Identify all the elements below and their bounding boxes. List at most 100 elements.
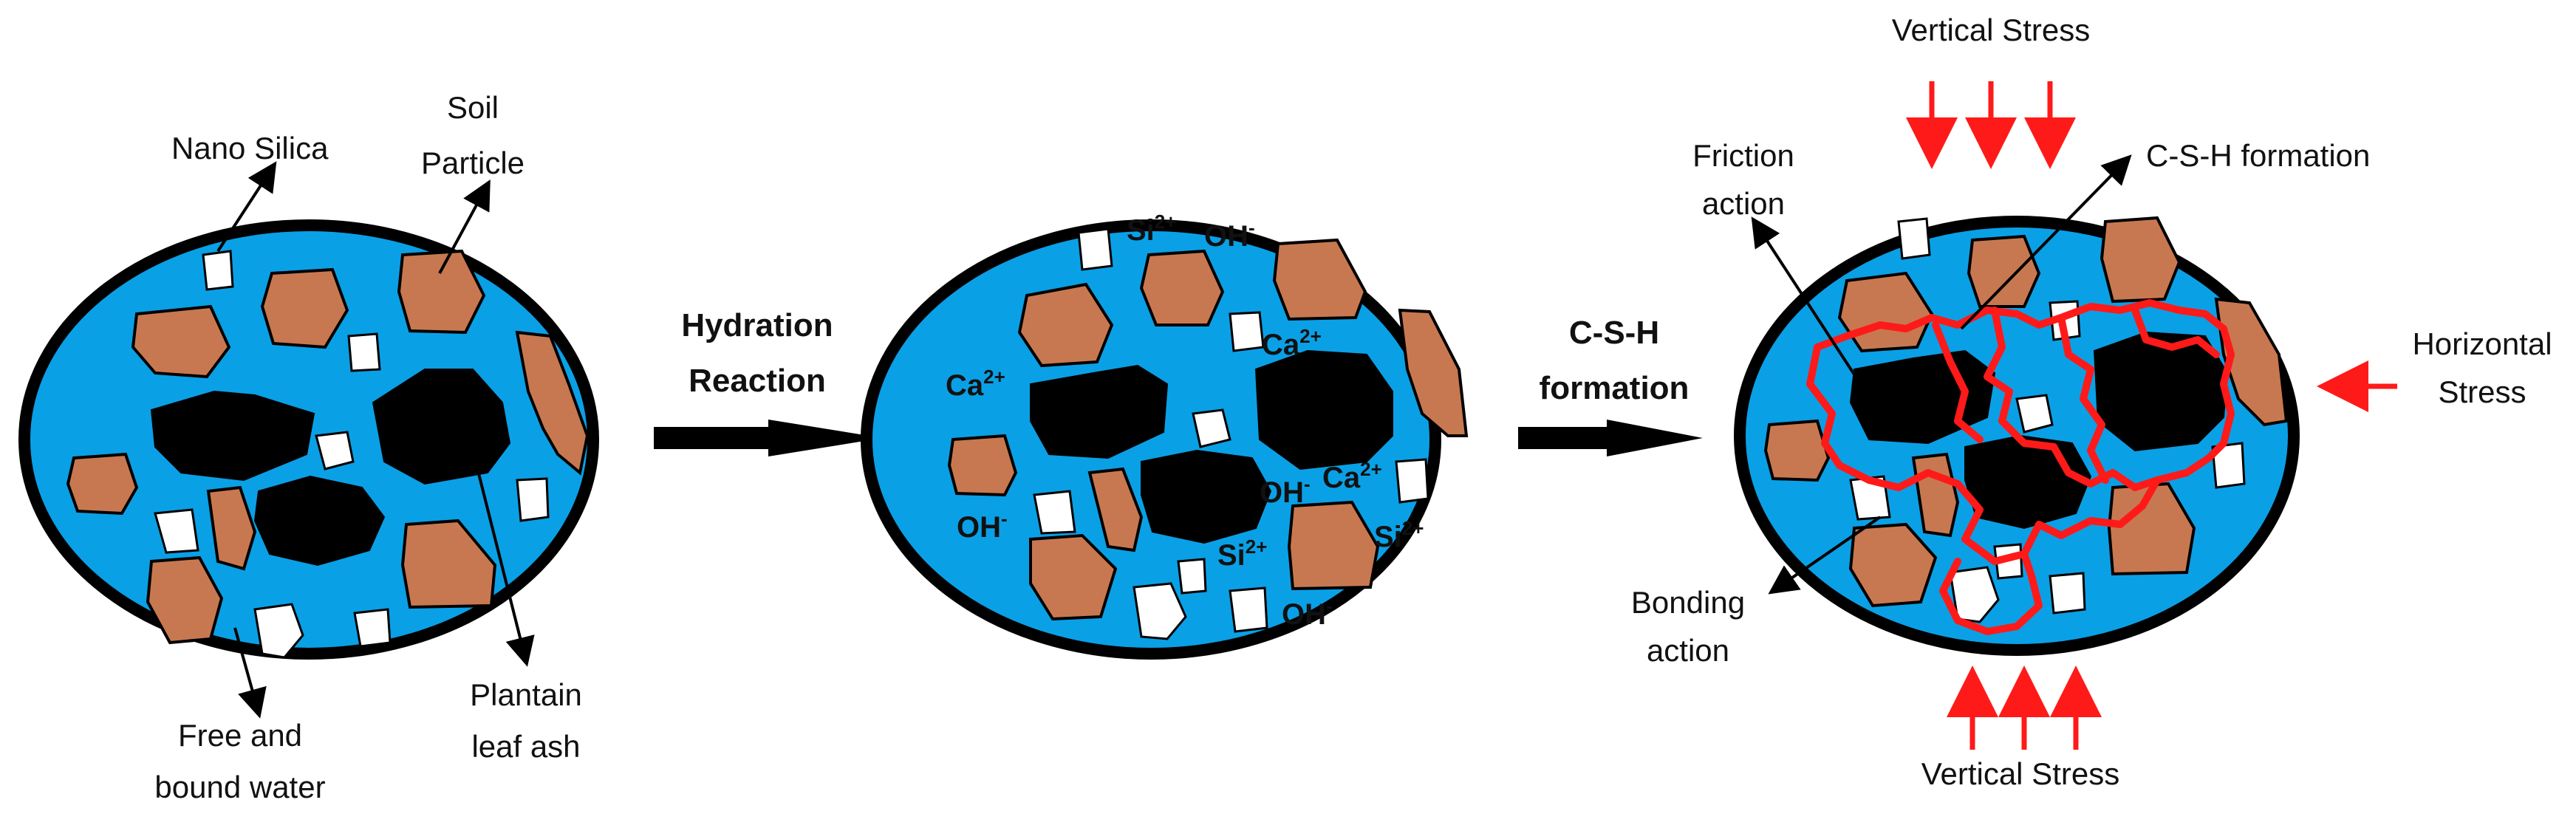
nano-silica-particle bbox=[516, 477, 550, 522]
panel-3-stabilized-soil: Friction action C-S-H formation Bonding … bbox=[1631, 13, 2552, 791]
vertical-stress-bottom-label: Vertical Stress bbox=[1921, 756, 2119, 791]
plantain-label-line2: leaf ash bbox=[471, 729, 580, 764]
nano-silica-particles bbox=[154, 250, 550, 659]
horizontal-stress-label-line1: Horizontal bbox=[2412, 326, 2552, 361]
nano-silica-particle bbox=[2049, 572, 2086, 615]
nano-silica-particle bbox=[1132, 582, 1187, 640]
soil-particle bbox=[1763, 419, 1831, 482]
panel-1-untreated-soil: Nano Silica Soil Particle Plantain leaf … bbox=[18, 90, 599, 804]
csh-network bbox=[1806, 299, 2235, 635]
soil-particle bbox=[2107, 482, 2196, 576]
ash-particle bbox=[1254, 349, 1393, 471]
step-2-label-line1: C-S-H bbox=[1569, 315, 1659, 351]
soil-particle bbox=[1272, 238, 1367, 321]
step-2-csh-formation: C-S-H formation bbox=[1518, 315, 1703, 456]
water-pointer-arrow bbox=[233, 627, 267, 719]
horizontal-stress-label-line2: Stress bbox=[2438, 374, 2526, 409]
step-1-label-line1: Hydration bbox=[681, 307, 833, 343]
vertical-stress-bottom-arrows bbox=[1947, 666, 2102, 750]
step-1-arrow bbox=[654, 420, 883, 456]
nano-silica-particle bbox=[1177, 558, 1207, 595]
csh-strand bbox=[2057, 314, 2109, 484]
soil-particle bbox=[260, 267, 349, 349]
soil-particle bbox=[1398, 308, 1469, 437]
nano-silica-particles bbox=[1033, 227, 1429, 640]
nano-silica-particle bbox=[1229, 311, 1265, 352]
ash-particle bbox=[2093, 331, 2229, 452]
nano-silica-particle bbox=[2015, 394, 2054, 434]
nano-silica-particles bbox=[1849, 217, 2246, 623]
soil-particle bbox=[1967, 234, 2041, 308]
csh-pointer-arrow bbox=[1960, 154, 2132, 330]
soil-particle bbox=[66, 452, 139, 516]
ion-oh: OH- bbox=[1282, 595, 1333, 631]
nano-silica-particle bbox=[353, 608, 392, 648]
plantain-leaf-ash-particles bbox=[150, 369, 511, 567]
nano-silica-particle bbox=[1033, 490, 1076, 535]
soil-particle bbox=[515, 330, 590, 476]
ion-si: Si2+ bbox=[1217, 536, 1267, 572]
soil-particle bbox=[146, 555, 224, 645]
nano-silica-particle bbox=[1229, 586, 1268, 633]
friction-label-line1: Friction bbox=[1692, 138, 1794, 173]
csh-strand bbox=[1806, 343, 2161, 565]
bonding-label-line1: Bonding bbox=[1631, 585, 1745, 620]
bonding-label-line2: action bbox=[1647, 633, 1729, 668]
plantain-label-line1: Plantain bbox=[470, 677, 582, 712]
friction-label-line2: action bbox=[1702, 186, 1785, 221]
step-1-hydration: Hydration Reaction bbox=[654, 307, 883, 456]
ion-oh: OH- bbox=[957, 507, 1008, 544]
ion-labels: Si2+ OH- Ca2+ Ca2+ OH- Ca2+ OH- Si2+ Si2… bbox=[946, 211, 1424, 631]
csh-strand bbox=[1984, 307, 2235, 491]
soil-particles bbox=[947, 238, 1469, 621]
nano-silica-label: Nano Silica bbox=[171, 131, 329, 165]
soil-label-line2: Particle bbox=[421, 146, 525, 180]
soil-particles bbox=[66, 249, 590, 645]
ion-ca: Ca2+ bbox=[1262, 325, 1322, 361]
friction-pointer-arrow bbox=[1751, 216, 1867, 393]
nano-silica-particle bbox=[1077, 227, 1113, 271]
soil-particle bbox=[1287, 500, 1380, 591]
panel-2-hydration: Si2+ OH- Ca2+ Ca2+ OH- Ca2+ OH- Si2+ Si2… bbox=[861, 211, 1469, 660]
vertical-stress-top-label: Vertical Stress bbox=[1892, 13, 2090, 47]
nano-silica-particle bbox=[1192, 408, 1231, 448]
panel-1-labels: Nano Silica Soil Particle Plantain leaf … bbox=[154, 90, 581, 804]
nano-silica-particle bbox=[202, 250, 234, 291]
soil-particle bbox=[947, 434, 1018, 497]
soil-label-line1: Soil bbox=[447, 90, 499, 125]
plantain-pointer-arrow bbox=[464, 420, 535, 667]
nano-silica-particle bbox=[1897, 217, 1931, 260]
soil-particle bbox=[1848, 522, 1938, 608]
soil-particle bbox=[400, 519, 497, 609]
soil-particle bbox=[1139, 249, 1225, 326]
step-1-label-line2: Reaction bbox=[689, 363, 826, 399]
ash-particle bbox=[150, 390, 315, 482]
water-label-line2: bound water bbox=[154, 770, 325, 804]
soil-particle bbox=[1017, 282, 1114, 368]
csh-formation-label: C-S-H formation bbox=[2146, 138, 2370, 173]
nano-silica-particle bbox=[253, 603, 304, 659]
ash-particle bbox=[372, 369, 511, 485]
csh-strand bbox=[1932, 321, 1984, 443]
step-2-label-line2: formation bbox=[1540, 370, 1690, 406]
panel-3-labels: Friction action C-S-H formation Bonding … bbox=[1631, 13, 2552, 791]
ash-particle bbox=[1141, 449, 1272, 544]
nano-silica-particle bbox=[315, 431, 355, 471]
nano-silica-particle bbox=[347, 332, 381, 372]
ash-particle bbox=[253, 475, 386, 567]
ion-oh: OH- bbox=[1204, 216, 1255, 253]
csh-strand bbox=[1939, 550, 2043, 635]
soil-particle bbox=[1087, 467, 1144, 552]
vertical-stress-top-arrows bbox=[1906, 81, 2076, 169]
soil-particle bbox=[2100, 216, 2182, 304]
ion-ca: Ca2+ bbox=[1322, 458, 1382, 494]
ion-oh: OH- bbox=[1260, 473, 1311, 509]
step-2-arrow bbox=[1518, 420, 1703, 456]
soil-particles bbox=[1763, 216, 2289, 608]
nano-silica-particle bbox=[154, 508, 199, 554]
soil-particle bbox=[397, 249, 486, 335]
csh-strand bbox=[2131, 307, 2220, 358]
soil-particle bbox=[1029, 533, 1118, 621]
bonding-pointer-arrow bbox=[1768, 516, 1882, 595]
